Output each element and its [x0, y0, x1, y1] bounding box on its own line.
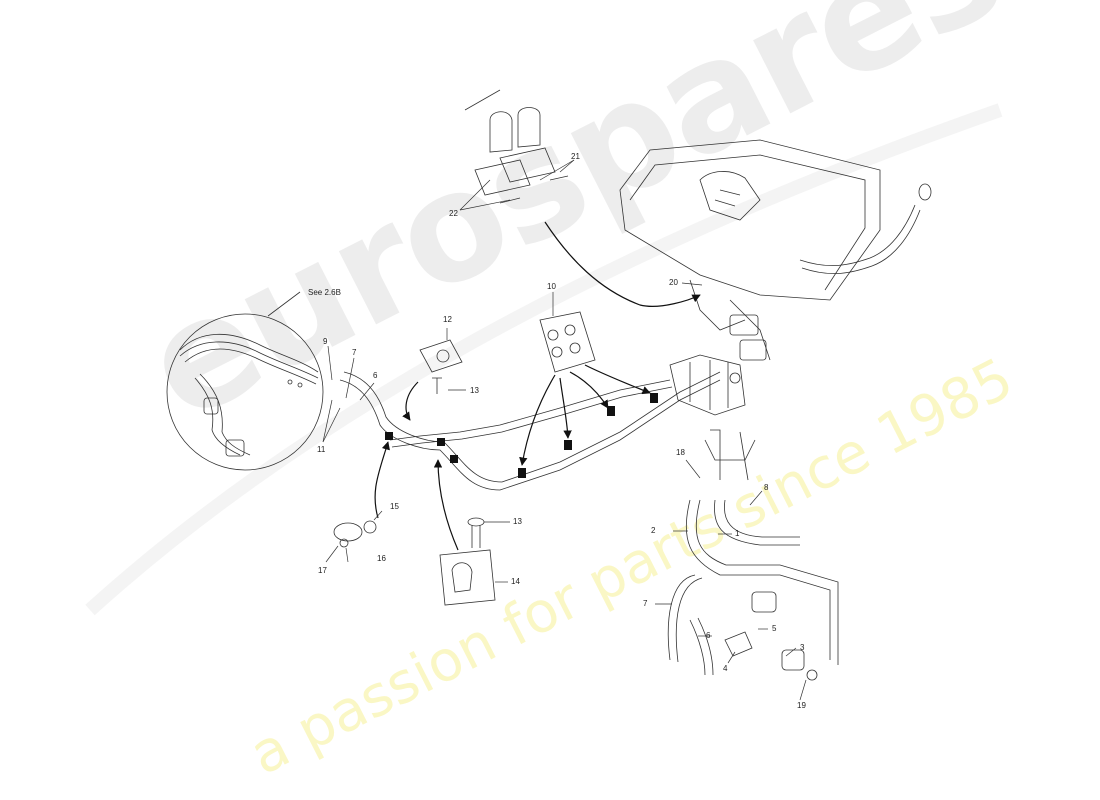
- callout-12: 12: [443, 315, 452, 324]
- callout-19: 19: [797, 701, 806, 710]
- callout-7-upper: 7: [352, 348, 357, 357]
- bracket-parts: [464, 89, 569, 204]
- part-14-block: [439, 549, 496, 606]
- pipe-run: [339, 371, 721, 491]
- callout-1: 1: [735, 529, 740, 538]
- part-15-17-clamp: [333, 520, 377, 548]
- detail-leader: [267, 291, 301, 317]
- callout-14: 14: [511, 577, 520, 586]
- fuel-lines-lower: [667, 429, 839, 681]
- callout-21: 21: [571, 152, 580, 161]
- callout-5: 5: [772, 624, 777, 633]
- part-13-bolt: [467, 517, 485, 548]
- callout-arrows: [374, 221, 701, 551]
- callout-6-lower: 6: [706, 631, 711, 640]
- callout-4: 4: [723, 664, 728, 673]
- callout-3: 3: [800, 643, 805, 652]
- callout-13-upper: 13: [470, 386, 479, 395]
- callout-20: 20: [669, 278, 678, 287]
- callout-13-lower: 13: [513, 517, 522, 526]
- part-12-clamp: [419, 339, 463, 394]
- leader-lines: [322, 159, 807, 701]
- part-10-block: [539, 311, 596, 373]
- callout-7-lower: 7: [643, 599, 648, 608]
- callout-10: 10: [547, 282, 556, 291]
- watermark-swoosh: [85, 103, 1003, 616]
- fuel-tank: [619, 139, 932, 361]
- callout-9: 9: [323, 337, 328, 346]
- callout-11: 11: [317, 445, 326, 454]
- callout-6-upper: 6: [373, 371, 378, 380]
- detail-circle: [166, 313, 324, 471]
- callout-22: 22: [449, 209, 458, 218]
- callout-17: 17: [318, 566, 327, 575]
- pipe-clips: [385, 393, 658, 478]
- pump-cluster: [669, 354, 746, 416]
- callout-15: 15: [390, 502, 399, 511]
- callout-8: 8: [764, 483, 769, 492]
- callout-18: 18: [676, 448, 685, 457]
- callout-2: 2: [651, 526, 656, 535]
- callout-16: 16: [377, 554, 386, 563]
- ref-see-2-6b: See 2.6B: [308, 288, 341, 297]
